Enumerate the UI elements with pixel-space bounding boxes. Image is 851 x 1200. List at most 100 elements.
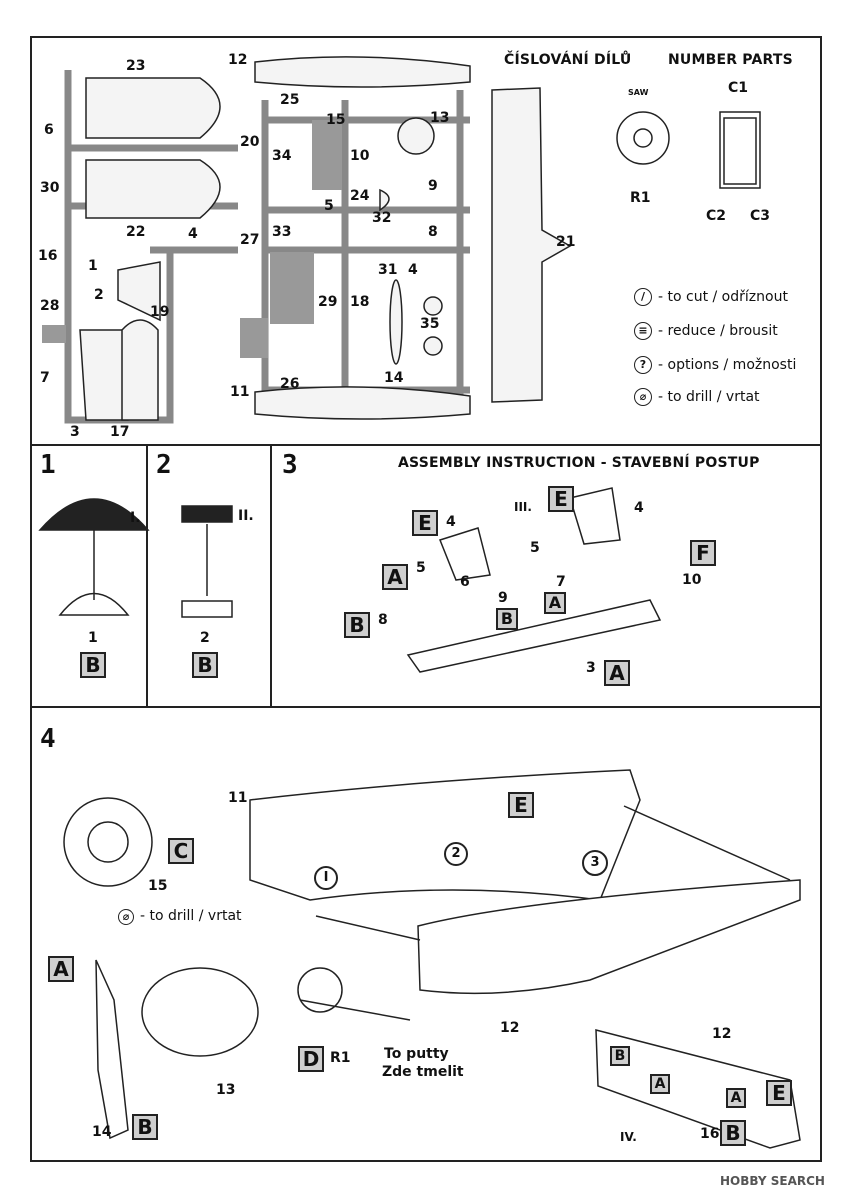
divider-step1	[146, 444, 148, 706]
part-21-wing	[491, 87, 572, 403]
part-label: 7	[40, 370, 50, 386]
part-13-cowl	[397, 117, 435, 155]
step-4-box-e: E	[766, 1080, 792, 1106]
part-19-panel	[117, 261, 161, 322]
legend-drill: ⌀- to drill / vrtat	[634, 388, 760, 406]
part-label: 4	[408, 262, 418, 278]
step-4-box-e: E	[508, 792, 534, 818]
step-3-label: 4	[446, 514, 456, 530]
part-label: 31	[378, 262, 398, 278]
part-label: 34	[272, 148, 292, 164]
step-4-box-b: B	[132, 1114, 158, 1140]
c3-label: C3	[750, 208, 771, 224]
part-label: 23	[126, 58, 146, 74]
cockpit-floor	[406, 599, 662, 673]
step-3-box-e: E	[412, 510, 438, 536]
part-label: 32	[372, 210, 392, 226]
step-4-circle: I	[314, 866, 338, 890]
part-17-panel	[121, 319, 159, 421]
step-4-circle: 2	[444, 842, 468, 866]
part-14-prop	[389, 279, 403, 365]
part-label: 26	[280, 376, 300, 392]
header-title-en: NUMBER PARTS	[668, 52, 793, 68]
seat-left	[439, 527, 491, 581]
step-4-label: 11	[228, 790, 248, 806]
part-label: 17	[110, 424, 130, 440]
step-3-label: 5	[530, 540, 540, 556]
part-label: 30	[40, 180, 60, 196]
part-label: 14	[384, 370, 404, 386]
step-3-box-a: A	[382, 564, 408, 590]
part-label: 27	[240, 232, 260, 248]
part-11-fuselage	[254, 386, 471, 420]
fuselage-half	[249, 769, 641, 901]
legend-options: ?- options / možnosti	[634, 356, 796, 374]
step-4-drill-note: ⌀- to drill / vrtat	[118, 908, 242, 925]
step-2-part: 2	[200, 630, 210, 646]
step-3-label: 4	[634, 500, 644, 516]
step-4-box-b: B	[610, 1046, 630, 1066]
step-2-roman: II.	[238, 508, 254, 524]
step-4-label: 12	[500, 1020, 520, 1036]
step-3-number: 3	[282, 450, 298, 480]
part-label: 29	[318, 294, 338, 310]
step-4-box-a: A	[650, 1074, 670, 1094]
step-3-label: 7	[556, 574, 566, 590]
part-label: 1	[88, 258, 98, 274]
drill-icon: ⌀	[634, 388, 652, 406]
step-4-label: R1	[330, 1050, 351, 1066]
step-4-box-a: A	[48, 956, 74, 982]
part-label: 12	[228, 52, 248, 68]
step-3-label: 6	[460, 574, 470, 590]
part-label: 10	[350, 148, 370, 164]
part-label: 2	[94, 287, 104, 303]
c2-label: C2	[706, 208, 727, 224]
part-label: 20	[240, 134, 260, 150]
cowling	[141, 967, 259, 1057]
part-12-fuselage	[254, 56, 471, 88]
step-4-box-d: D	[298, 1046, 324, 1072]
fuselage-half-lower	[417, 879, 801, 995]
part-23-wing	[85, 77, 221, 139]
engine-r1	[297, 967, 343, 1013]
step-4-circle: 3	[582, 850, 608, 876]
header-title-cz: ČÍSLOVÁNÍ DÍLŮ	[504, 52, 632, 68]
step-1-roman: I.	[130, 510, 141, 526]
part-label: 3	[70, 424, 80, 440]
step-4-label: 13	[216, 1082, 236, 1098]
step-1-number: 1	[40, 450, 56, 480]
part-label: 22	[126, 224, 146, 240]
legend-cut: /- to cut / odříznout	[634, 288, 788, 306]
legend-reduce: ≡- reduce / brousit	[634, 322, 778, 340]
step-3-box-a: A	[544, 592, 566, 614]
cut-icon: /	[634, 288, 652, 306]
r1-label: R1	[630, 190, 651, 206]
part-label: 5	[324, 198, 334, 214]
options-icon: ?	[634, 356, 652, 374]
part-label: 16	[38, 248, 58, 264]
page-frame	[30, 36, 822, 1162]
part-label: 21	[556, 234, 576, 250]
step-3-label: 10	[682, 572, 702, 588]
step-3-box-f: F	[690, 540, 716, 566]
step-2-box: B	[192, 652, 218, 678]
part-label: 24	[350, 188, 370, 204]
step-4-label: 14	[92, 1124, 112, 1140]
part-label: 18	[350, 294, 370, 310]
divider-upper	[30, 444, 822, 446]
step-4-putty-cz: Zde tmelit	[382, 1064, 464, 1080]
step-2-number: 2	[156, 450, 172, 480]
divider-step2	[270, 444, 272, 706]
step-4-box-a: A	[726, 1088, 746, 1108]
c1-label: C1	[728, 80, 749, 96]
step-4-putty-en: To putty	[384, 1046, 449, 1062]
step-4-label: 15	[148, 878, 168, 894]
step-3-box-b: B	[496, 608, 518, 630]
step-3-label: 5	[416, 560, 426, 576]
drill-icon: ⌀	[118, 909, 134, 925]
legend: /- to cut / odříznout ≡- reduce / brousi…	[620, 254, 822, 444]
part-label: 8	[428, 224, 438, 240]
fuselage-detail	[595, 1029, 801, 1149]
part-22-wing	[85, 159, 221, 219]
part-32-d	[379, 188, 390, 212]
